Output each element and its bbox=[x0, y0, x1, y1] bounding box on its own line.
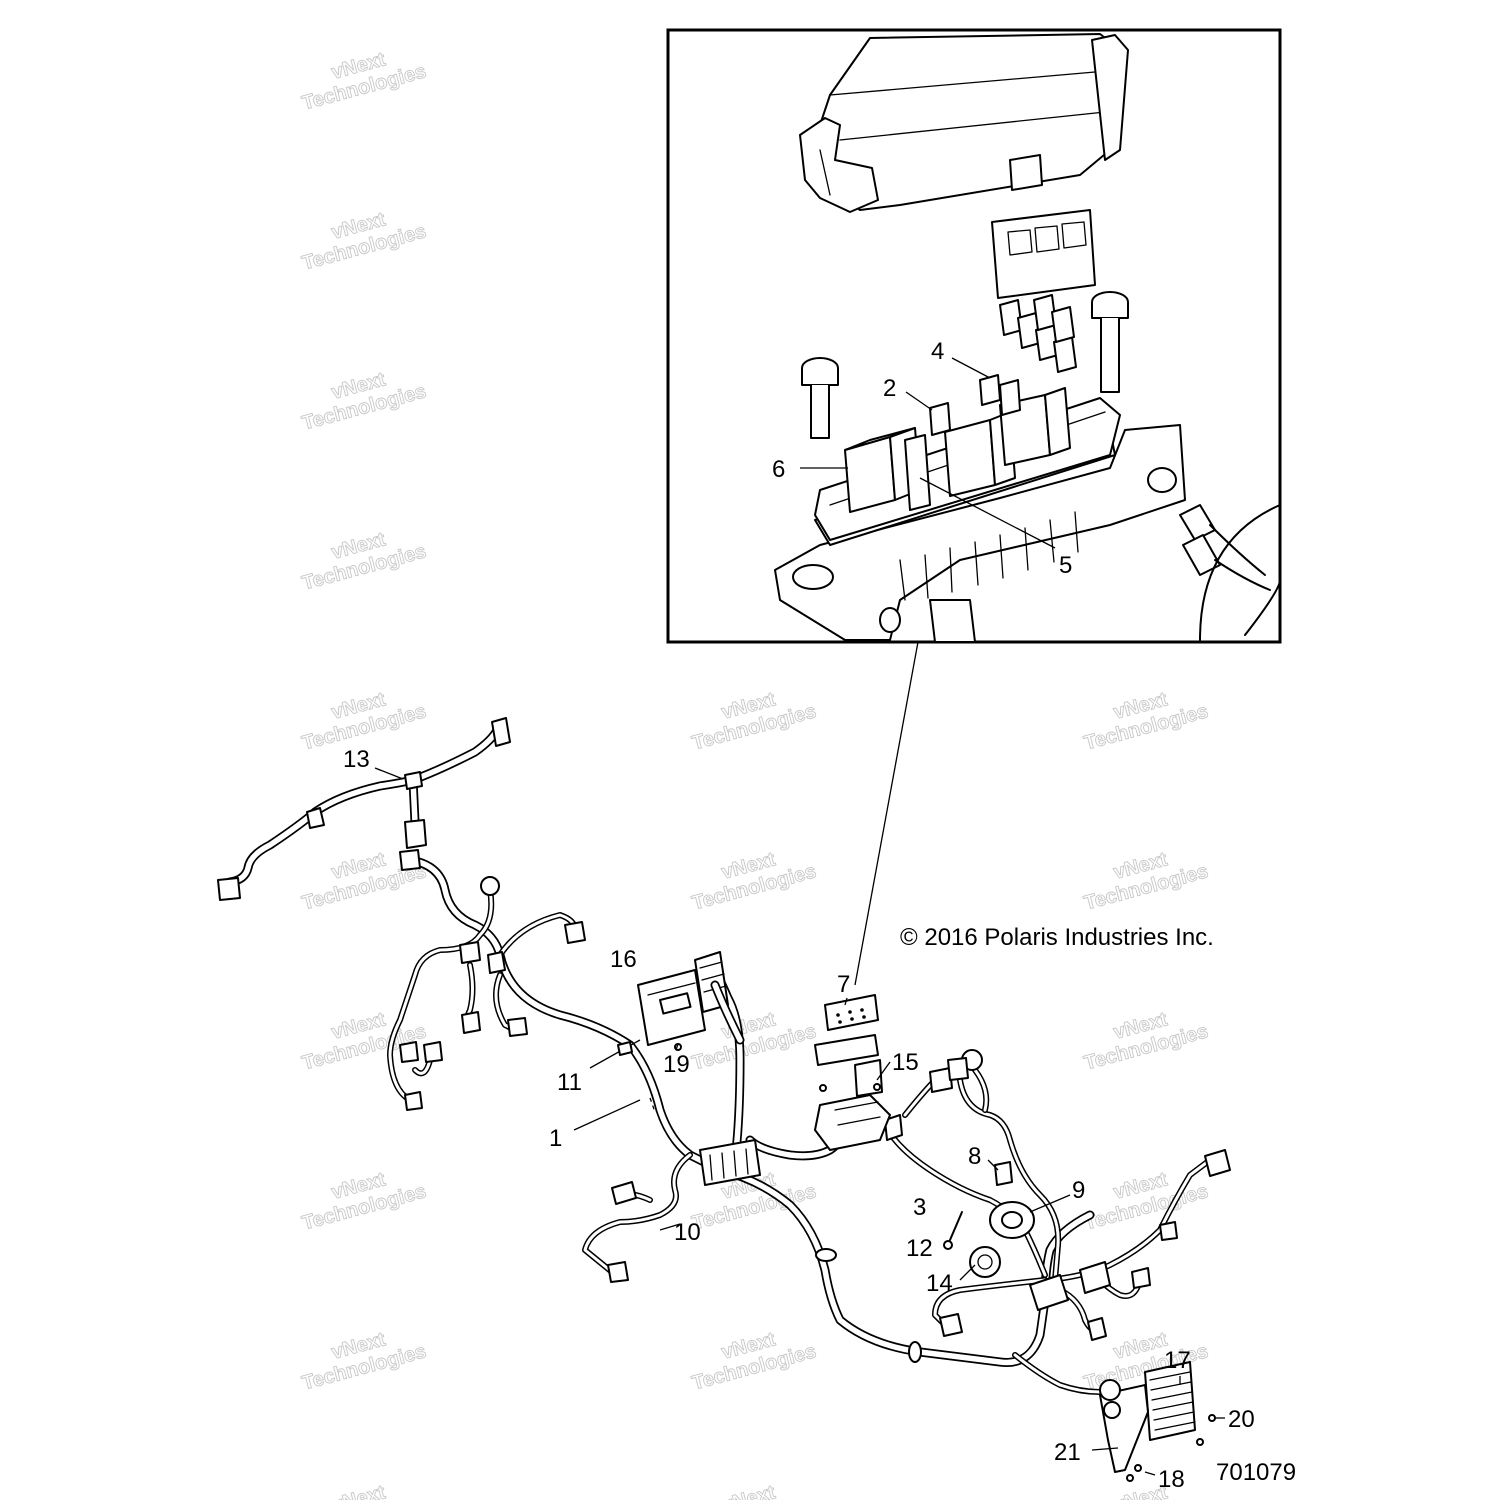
watermark-text: vNextTechnologies bbox=[1076, 1472, 1210, 1500]
callout-19: 19 bbox=[663, 1051, 690, 1078]
watermark-text: vNextTechnologies bbox=[294, 359, 428, 434]
callout-9: 9 bbox=[1072, 1177, 1085, 1204]
ecu-16 bbox=[637, 951, 745, 1051]
callout-18: 18 bbox=[1158, 1466, 1185, 1493]
callout-7: 7 bbox=[837, 971, 850, 998]
watermark-text: vNextTechnologies bbox=[294, 1319, 428, 1394]
watermark-text: vNextTechnologies bbox=[1076, 679, 1210, 754]
regulator-17 bbox=[1091, 1361, 1225, 1482]
watermark-text: vNextTechnologies bbox=[294, 1472, 428, 1500]
watermark-text: vNextTechnologies bbox=[1076, 999, 1210, 1074]
callout-21: 21 bbox=[1054, 1439, 1081, 1466]
callout-14: 14 bbox=[926, 1270, 953, 1297]
callout-2: 2 bbox=[883, 375, 896, 402]
callout-8: 8 bbox=[968, 1143, 981, 1170]
watermark-text: vNextTechnologies bbox=[294, 199, 428, 274]
callout-13: 13 bbox=[343, 746, 370, 773]
watermark-text: vNextTechnologies bbox=[1076, 839, 1210, 914]
detail-inset bbox=[666, 28, 1282, 644]
callout-20: 20 bbox=[1228, 1406, 1255, 1433]
installed-relays bbox=[844, 374, 1071, 513]
copyright-notice: © 2016 Polaris Industries Inc. bbox=[900, 924, 1214, 951]
callout-12: 12 bbox=[906, 1235, 933, 1262]
watermark-text: vNextTechnologies bbox=[294, 39, 428, 114]
callout-4: 4 bbox=[931, 338, 944, 365]
callout-5: 5 bbox=[1059, 552, 1072, 579]
inset-leader-line bbox=[854, 641, 919, 986]
watermark-text: vNextTechnologies bbox=[1076, 1159, 1210, 1234]
fuse-box-15 bbox=[814, 1059, 891, 1151]
callout-3: 3 bbox=[913, 1194, 926, 1221]
watermark-text: vNextTechnologies bbox=[684, 1472, 818, 1500]
relay-block bbox=[991, 209, 1096, 299]
callout-15: 15 bbox=[892, 1049, 919, 1076]
watermark-text: vNextTechnologies bbox=[684, 839, 818, 914]
watermark-text: vNextTechnologies bbox=[294, 679, 428, 754]
watermark-text: vNextTechnologies bbox=[294, 519, 428, 594]
callout-17: 17 bbox=[1164, 1347, 1191, 1374]
watermark-text: vNextTechnologies bbox=[684, 679, 818, 754]
watermark-text: vNextTechnologies bbox=[684, 1319, 818, 1394]
callout-10: 10 bbox=[674, 1219, 701, 1246]
inset-connectors bbox=[1179, 504, 1281, 641]
mounting-bolts bbox=[801, 291, 1129, 439]
callout-1: 1 bbox=[549, 1125, 562, 1152]
callout-16: 16 bbox=[610, 946, 637, 973]
callout-6: 6 bbox=[772, 456, 785, 483]
fuse-box-cover bbox=[799, 33, 1129, 213]
watermark-text: vNextTechnologies bbox=[294, 999, 428, 1074]
watermark-text: vNextTechnologies bbox=[294, 1159, 428, 1234]
drawing-number: 701079 bbox=[1216, 1459, 1296, 1486]
callout-11: 11 bbox=[557, 1069, 582, 1096]
callout-labels: 1 2 3 4 5 6 7 8 9 10 11 12 13 14 15 16 1… bbox=[343, 338, 1255, 1493]
sub-harness-13 bbox=[217, 717, 511, 901]
leader-lines bbox=[573, 997, 1071, 1281]
loose-mini-fuses bbox=[999, 294, 1077, 373]
fuse-box-cover-7 bbox=[814, 994, 879, 1066]
